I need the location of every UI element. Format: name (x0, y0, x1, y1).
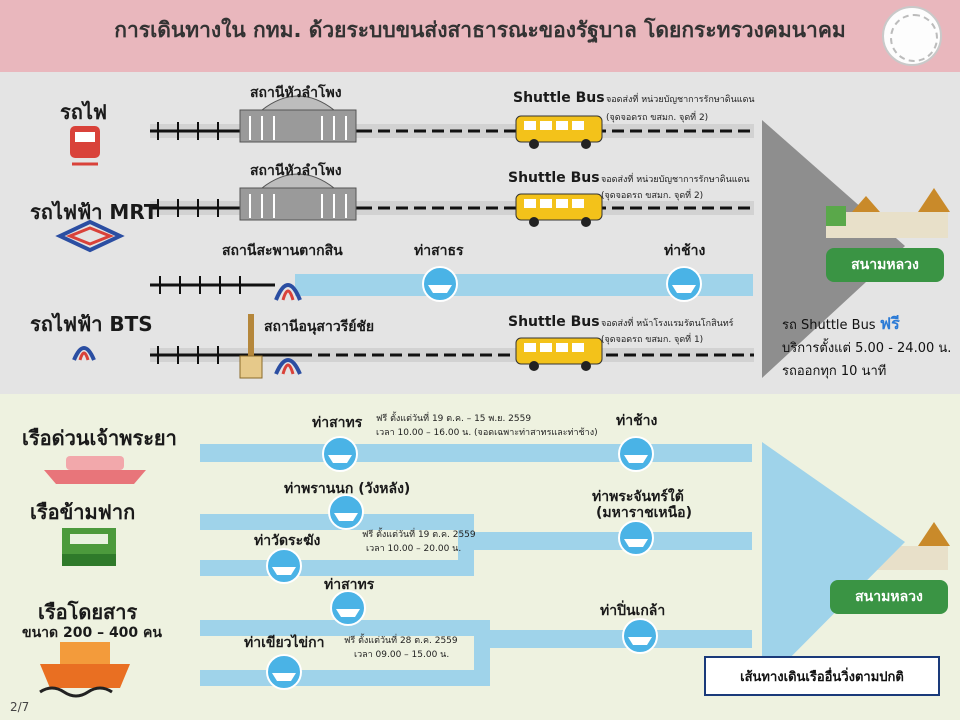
shuttle2-pickup: (จุดจอดรถ ขสมก. จุดที่ 2) (601, 191, 704, 201)
passenger-pier-b: ท่าเขียวไข่กา (244, 635, 325, 651)
sathorn-pier-label: ท่าสาธร (414, 243, 464, 259)
ferry-pier-to1: ท่าพระจันทร์ใต้ (592, 489, 684, 505)
bts2-sleepers (157, 346, 219, 364)
shuttle-hours: บริการตั้งแต่ 5.00 - 24.00 น. (782, 341, 952, 356)
boat-icon (666, 266, 702, 302)
passenger-note2: เวลา 09.00 – 15.00 น. (354, 650, 450, 660)
express-note1: ฟรี ตั้งแต่วันที่ 19 ต.ค. – 15 พ.ย. 2559 (376, 414, 532, 424)
shuttle3-name: Shuttle Bus (508, 314, 600, 330)
page-title: การเดินทางใน กทม. ด้วยระบบขนส่งสาธารณะขอ… (114, 18, 846, 42)
water-arrow (762, 442, 905, 686)
hua-lamphong-label: สถานีหัวลำโพง (250, 85, 342, 101)
mrt-logo-icon (55, 219, 125, 253)
bts-logo-icon (274, 358, 302, 375)
train-sleepers (157, 122, 219, 140)
shuttle-frequency: รถออกทุก 10 นาที (782, 364, 887, 379)
ferry-pier-a: ท่าพรานนก (วังหลัง) (284, 481, 411, 497)
passenger-pier-a: ท่าสาทร (324, 577, 375, 593)
ferry-note1: ฟรี ตั้งแต่วันที่ 19 ต.ค. 2559 (362, 530, 476, 540)
passenger-boat-label: เรือโดยสาร (38, 600, 138, 624)
grand-palace-icon (826, 188, 950, 238)
shuttle-info: รถ Shuttle Bus ฟรี บริการตั้งแต่ 5.00 - … (782, 312, 958, 383)
shuttle2-name: Shuttle Bus (508, 170, 600, 186)
sanam-luang-badge: สนามหลวง (826, 248, 944, 282)
shuttle1-stop: จอดส่งที่ หน่วยบัญชาการรักษาดินแดน (606, 95, 755, 105)
mrt-label: รถไฟฟ้า MRT (30, 200, 158, 224)
page-number: 2/7 (10, 700, 30, 714)
victory-monument-label: สถานีอนุสาวรีย์ชัย (264, 319, 375, 335)
boat-icon (330, 590, 366, 626)
train-icon (70, 126, 100, 166)
bts-logo-icon (72, 346, 96, 361)
passenger-pier-to: ท่าปิ่นเกล้า (600, 603, 666, 619)
ferry-boat-icon (62, 528, 116, 566)
ferry-label: เรือข้ามฟาก (30, 500, 136, 524)
shuttle1-pickup: (จุดจอดรถ ขสมก. จุดที่ 2) (606, 113, 709, 123)
passenger-boat-capacity: ขนาด 200 – 400 คน (22, 625, 162, 641)
express-boat-icon (44, 456, 146, 484)
ferry-pier-to2: (มหาราชเหนือ) (596, 505, 692, 521)
passenger-boat-icon (39, 642, 130, 698)
boat-icon (322, 436, 358, 472)
express-pier-to: ท่าช้าง (616, 413, 658, 429)
express-note2: เวลา 10.00 – 16.00 น. (จอดเฉพาะท่าสาทรแล… (376, 428, 598, 438)
express-pier-from: ท่าสาทร (312, 415, 363, 431)
boat-icon (622, 618, 658, 654)
shuttle-bus-icon (515, 193, 603, 227)
shuttle-free-badge: ฟรี (879, 314, 900, 333)
mrt-sleepers (157, 199, 219, 217)
boat-icon (618, 436, 654, 472)
boat-icon (266, 548, 302, 584)
shuttle-bus-icon (515, 115, 603, 149)
bts-river (295, 274, 753, 296)
header-bar (0, 0, 960, 72)
ferry-pier-b: ท่าวัดระฆัง (254, 533, 321, 549)
water-routes (200, 444, 752, 686)
bts-sleepers (159, 276, 241, 294)
shuttle3-stop: จอดส่งที่ หน้าโรงแรมรัตนโกสินทร์ (601, 319, 734, 329)
boat-icon (422, 266, 458, 302)
shuttle2-stop: จอดส่งที่ หน่วยบัญชาการรักษาดินแดน (601, 175, 750, 185)
shuttle3-pickup: (จุดจอดรถ ขสมก. จุดที่ 1) (601, 335, 704, 345)
boat-icon (328, 494, 364, 530)
bts-logo-icon (274, 283, 302, 301)
saphan-taksin-label: สถานีสะพานตากสิน (222, 243, 343, 259)
train-label: รถไฟ (60, 100, 108, 124)
sanam-luang-badge-water: สนามหลวง (830, 580, 948, 614)
legend-box: เส้นทางเดินเรืออื่นวิ่งตามปกติ (704, 656, 940, 696)
tha-chang-label: ท่าช้าง (664, 243, 706, 259)
bts-label: รถไฟฟ้า BTS (30, 312, 153, 336)
hua-lamphong-mrt-station-icon (239, 173, 357, 221)
boat-icon (618, 520, 654, 556)
express-boat-label: เรือด่วนเจ้าพระยา (22, 426, 177, 450)
shuttle-bus-icon (515, 337, 603, 371)
hua-lamphong-station-icon (239, 95, 357, 143)
shuttle1-name: Shuttle Bus (513, 90, 605, 106)
boat-icon (266, 654, 302, 690)
mrt-station-label: สถานีหัวลำโพง (250, 163, 342, 179)
ferry-note2: เวลา 10.00 – 20.00 น. (366, 544, 462, 554)
shuttle-info-prefix: รถ Shuttle Bus (782, 318, 876, 333)
victory-monument-icon (239, 314, 263, 379)
passenger-note1: ฟรี ตั้งแต่วันที่ 28 ต.ค. 2559 (344, 636, 458, 646)
ministry-seal-icon (882, 6, 942, 66)
